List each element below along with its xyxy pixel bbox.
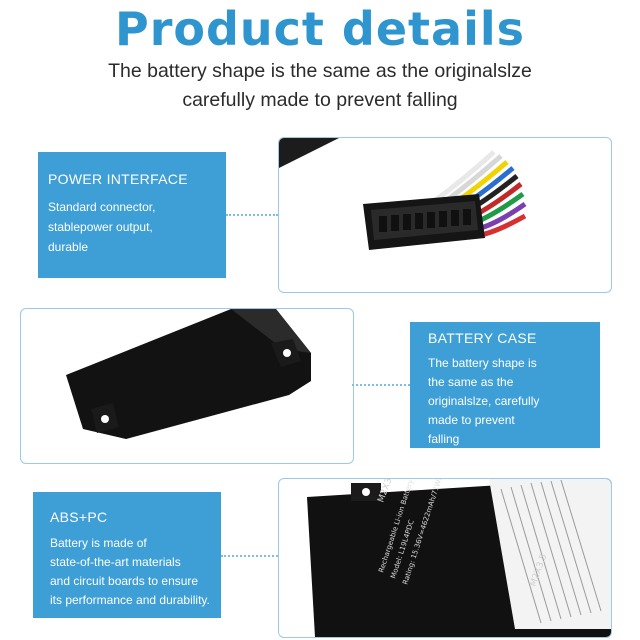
abs-pc-line [221, 555, 278, 557]
battery-label-photo: M2X3.5 M2X3.5 Rechargeable Li-ion Batter… [278, 478, 612, 638]
battery-case-text-4: made to prevent [428, 413, 515, 427]
abs-pc-text-1: Battery is made of [50, 536, 147, 550]
power-interface-text-2: stablepower output, [48, 220, 153, 234]
battery-label-illustration: M2X3.5 M2X3.5 Rechargeable Li-ion Batter… [307, 479, 611, 637]
battery-case-text-1: The battery shape is [428, 356, 537, 370]
connector-illustration [279, 138, 527, 250]
battery-case-photo [20, 308, 354, 464]
connector-line [226, 214, 278, 216]
power-interface-text-1: Standard connector, [48, 200, 156, 214]
subtitle-line-2: carefully made to prevent falling [182, 89, 458, 111]
abs-pc-text-4: its performance and durability. [50, 593, 210, 607]
abs-pc-card: ABS+PC Battery is made of state-of-the-a… [33, 492, 221, 618]
battery-case-title: BATTERY CASE [428, 330, 537, 346]
connector-photo [278, 137, 612, 293]
abs-pc-text-3: and circuit boards to ensure [50, 574, 199, 588]
power-interface-card: POWER INTERFACE Standard connector, stab… [38, 152, 226, 278]
battery-case-card: BATTERY CASE The battery shape is the sa… [410, 322, 600, 448]
battery-case-text-2: the same as the [428, 375, 514, 389]
battery-case-text-5: falling [428, 432, 460, 446]
abs-pc-title: ABS+PC [50, 509, 108, 525]
abs-pc-text-2: state-of-the-art materials [50, 555, 181, 569]
battery-case-text-3: originalslze, carefully [428, 394, 540, 408]
battery-case-line [352, 384, 410, 386]
subtitle-line-1: The battery shape is the same as the ori… [108, 60, 532, 82]
page-title: Product details [114, 2, 526, 56]
battery-case-illustration [66, 309, 311, 439]
power-interface-title: POWER INTERFACE [48, 171, 188, 187]
power-interface-text-3: durable [48, 240, 89, 254]
